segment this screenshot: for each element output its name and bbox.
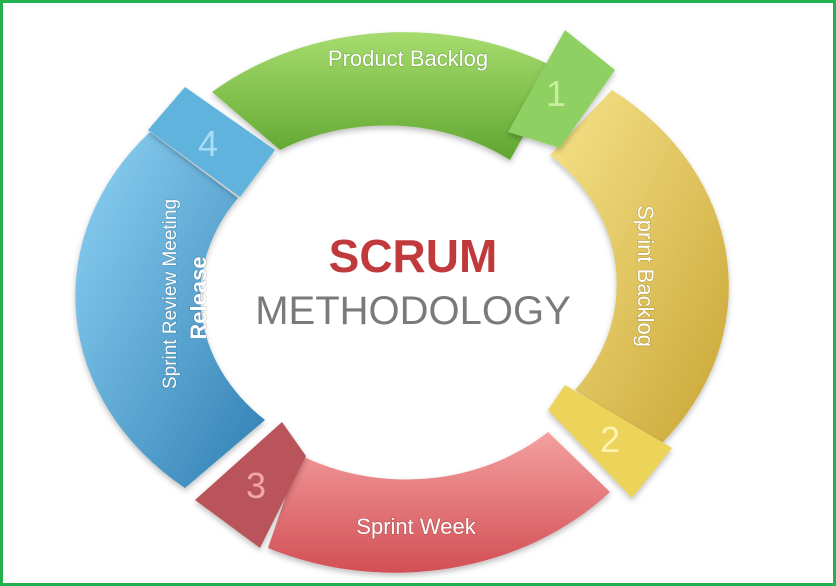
tab-4 <box>148 87 275 197</box>
center-subtitle: METHODOLOGY <box>255 289 571 333</box>
tab-2 <box>548 385 672 498</box>
number-4: 4 <box>198 123 218 164</box>
number-2: 2 <box>600 419 620 460</box>
number-1: 1 <box>546 73 566 114</box>
label-sprint-week: Sprint Week <box>356 514 476 539</box>
number-3: 3 <box>246 465 266 506</box>
segment-sprint-backlog <box>550 90 729 445</box>
segment-sprint-week <box>268 432 610 573</box>
center-title: SCRUM <box>329 230 498 282</box>
label-product-backlog: Product Backlog <box>328 46 488 71</box>
tab-1 <box>508 30 615 148</box>
label-sprint-backlog: Sprint Backlog <box>633 205 658 347</box>
segment-product-backlog <box>212 32 560 161</box>
tab-3 <box>195 422 306 548</box>
label-release: Release <box>186 256 211 339</box>
label-sprint-review-meeting: Sprint Review Meeting <box>160 199 181 389</box>
segment-release <box>75 132 265 488</box>
